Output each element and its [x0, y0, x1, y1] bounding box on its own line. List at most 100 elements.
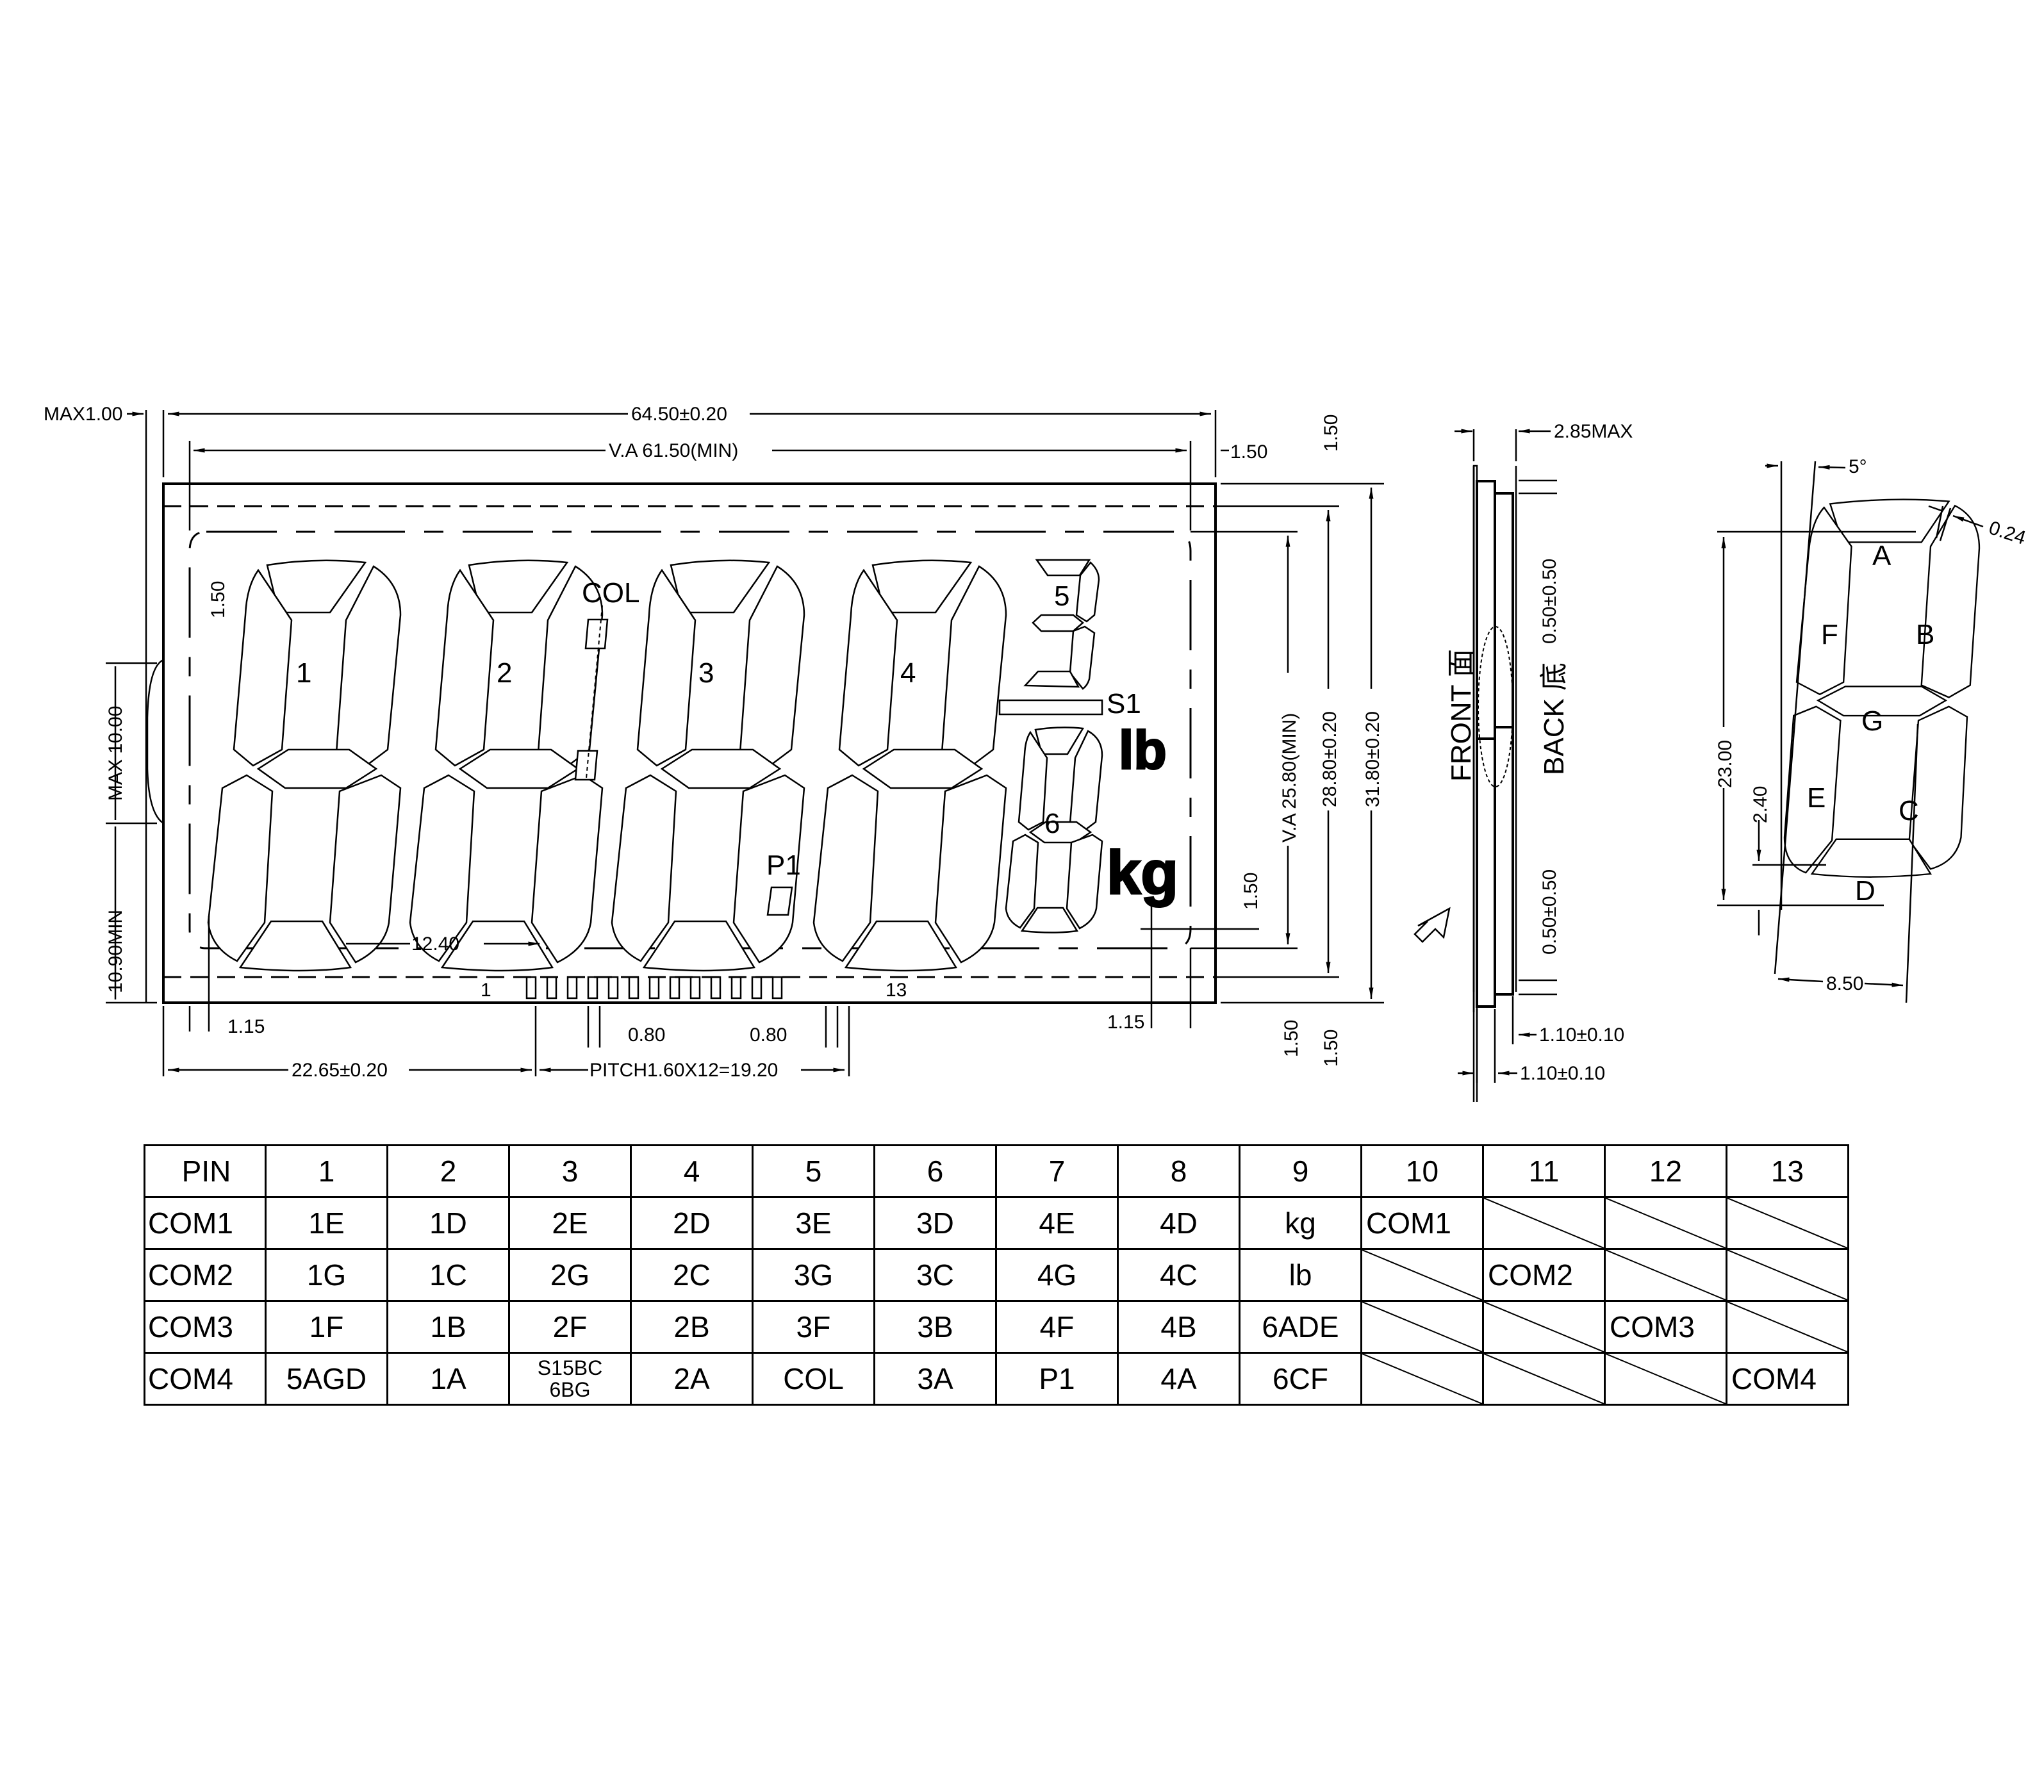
table-cell: 3A — [873, 1352, 997, 1406]
dim-segment-width: 8.50 — [1826, 973, 1863, 994]
segment-e-label: E — [1807, 782, 1826, 814]
na-cell — [1482, 1300, 1606, 1354]
dim-overall-width: 64.50±0.20 — [631, 404, 727, 425]
colon-label: COL — [582, 577, 639, 609]
table-row: COM4 5AGD 1A S15BC 6BG 2A COL 3A P1 4A 6… — [144, 1352, 1849, 1406]
front-view: 1 2 3 4 COL P1 5 S1 6 lb kg — [44, 404, 1384, 1081]
na-cell — [1604, 1248, 1727, 1302]
table-cell: COM4 — [1726, 1352, 1849, 1406]
table-cell: 2D — [630, 1196, 754, 1250]
table-cell: 1A — [386, 1352, 510, 1406]
dim-glass-front: 1.10±0.10 — [1520, 1063, 1605, 1084]
table-cell: 1B — [386, 1300, 510, 1354]
dim-glass-back: 1.10±0.10 — [1539, 1024, 1624, 1046]
table-cell: 5AGD — [265, 1352, 388, 1406]
dim-pin-pitch: PITCH1.60X12=19.20 — [589, 1060, 778, 1081]
colon-dot-lower — [574, 750, 598, 781]
segment-f-label: F — [1821, 619, 1838, 650]
table-cell: 1F — [265, 1300, 388, 1354]
digit-6-label: 6 — [1044, 808, 1060, 839]
segment-b-label: B — [1916, 619, 1934, 650]
dim-segment-height: 23.00 — [1715, 740, 1736, 788]
dim-max-thickness: MAX1.00 — [44, 404, 122, 425]
na-cell — [1726, 1248, 1849, 1302]
na-cell — [1360, 1248, 1484, 1302]
pin-1-label: 1 — [481, 980, 491, 1001]
outer-glass-outline — [162, 482, 1217, 1004]
header-cell: 4 — [630, 1144, 754, 1198]
header-cell: 12 — [1604, 1144, 1727, 1198]
digit-5-label: 5 — [1054, 580, 1069, 612]
table-cell: 4B — [1117, 1300, 1240, 1354]
table-header-row: PIN 1 2 3 4 5 6 7 8 9 10 11 12 13 — [144, 1144, 1849, 1198]
dim-bottom-min: 10.90MIN — [105, 910, 126, 993]
digit-3-label: 3 — [698, 657, 714, 689]
segment-g-label: G — [1861, 705, 1883, 737]
segment-d-label: D — [1855, 875, 1875, 907]
front-glass — [1476, 480, 1496, 1008]
unit-lb: lb — [1119, 720, 1167, 780]
table-cell: 3C — [873, 1248, 997, 1302]
table-cell: 1E — [265, 1196, 388, 1250]
table-cell: S15BC 6BG — [508, 1352, 632, 1406]
table-cell: 4F — [995, 1300, 1119, 1354]
viewing-area-outline — [188, 530, 1192, 949]
table-cell: 3F — [752, 1300, 875, 1354]
header-cell: 1 — [265, 1144, 388, 1198]
dim-overall-height: 31.80±0.20 — [1362, 711, 1383, 807]
table-row: COM3 1F 1B 2F 2B 3F 3B 4F 4B 6ADE COM3 — [144, 1300, 1849, 1354]
header-cell: 5 — [752, 1144, 875, 1198]
dim-slant-angle: 5° — [1849, 456, 1867, 477]
com-cell: COM1 — [144, 1196, 267, 1250]
p1-point — [766, 886, 793, 916]
table-cell: 2A — [630, 1352, 754, 1406]
table-cell: lb — [1239, 1248, 1362, 1302]
na-cell — [1726, 1196, 1849, 1250]
header-cell: 9 — [1239, 1144, 1362, 1198]
table-cell: 2F — [508, 1300, 632, 1354]
dim-segment-offset: 2.40 — [1750, 786, 1771, 823]
table-cell: 3G — [752, 1248, 875, 1302]
header-cell: 3 — [508, 1144, 632, 1198]
com-cell: COM3 — [144, 1300, 267, 1354]
segment-c-label: C — [1899, 795, 1919, 826]
side-view: 2.85MAX 0.50±0.50 0.50±0.50 FRONT 面 BACK… — [1413, 421, 1633, 1102]
table-cell: COM1 — [1360, 1196, 1484, 1250]
p1-label: P1 — [766, 850, 801, 881]
dim-pin-offset: 22.65±0.20 — [292, 1060, 388, 1081]
dim-total-thickness: 2.85MAX — [1554, 421, 1633, 442]
dim-digit-pitch: 12.40 — [411, 933, 459, 955]
dim-pin-width-left: 0.80 — [628, 1024, 665, 1046]
dim-bottom-margin-a: 1.50 — [1281, 1020, 1302, 1057]
dim-glass-height: 28.80±0.20 — [1319, 711, 1340, 807]
header-cell: 6 — [873, 1144, 997, 1198]
table-row: COM2 1G 1C 2G 2C 3G 3C 4G 4C lb COM2 — [144, 1248, 1849, 1302]
left-tab — [146, 659, 164, 825]
dim-top-margin: 1.50 — [1321, 415, 1342, 452]
table-cell: 2C — [630, 1248, 754, 1302]
front-label: FRONT 面 — [1446, 649, 1477, 782]
table-cell: 6CF — [1239, 1352, 1362, 1406]
dim-top-offset: 0.50±0.50 — [1539, 559, 1560, 644]
header-cell: 13 — [1726, 1144, 1849, 1198]
table-cell: 1G — [265, 1248, 388, 1302]
dim-bottom-margin-b: 1.50 — [1321, 1030, 1342, 1067]
header-cell: 10 — [1360, 1144, 1484, 1198]
header-cell: 11 — [1482, 1144, 1606, 1198]
digit-1 — [207, 559, 402, 972]
com-cell: COM2 — [144, 1248, 267, 1302]
dim-right-offset: 1.15 — [1107, 1012, 1144, 1033]
digit-5 — [1023, 559, 1100, 690]
lcd-technical-drawing: 1 2 3 4 COL P1 5 S1 6 lb kg — [44, 404, 2029, 1102]
table-cell: 2G — [508, 1248, 632, 1302]
na-cell — [1360, 1300, 1484, 1354]
table-cell: 4E — [995, 1196, 1119, 1250]
table-cell: COM2 — [1482, 1248, 1606, 1302]
table-cell: 3E — [752, 1196, 875, 1250]
table-cell: 6ADE — [1239, 1300, 1362, 1354]
na-cell — [1360, 1352, 1484, 1406]
digit-1-label: 1 — [296, 657, 311, 689]
table-cell: COM3 — [1604, 1300, 1727, 1354]
header-cell: 2 — [386, 1144, 510, 1198]
na-cell — [1482, 1352, 1606, 1406]
